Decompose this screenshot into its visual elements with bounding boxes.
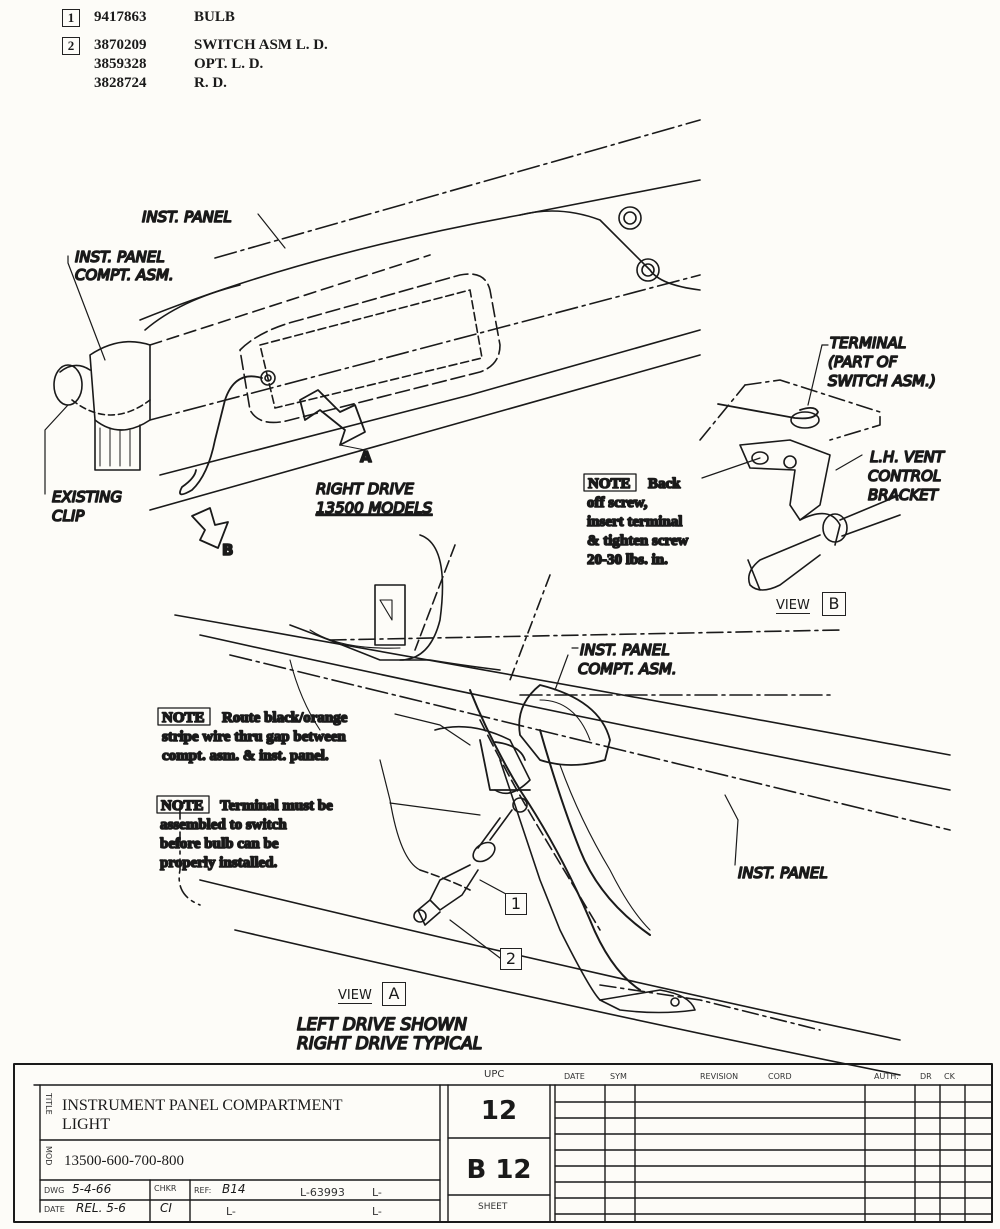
existing-clip-label: CLIP	[52, 507, 85, 525]
view-a-label: VIEW	[338, 988, 372, 1004]
note-text: insert terminal	[587, 514, 682, 530]
dwg-label: DWG	[44, 1186, 65, 1195]
compt-asm-lower-label: INST. PANEL	[580, 641, 670, 659]
upc-number: 12	[480, 1096, 518, 1126]
sheet-label: SHEET	[478, 1202, 508, 1212]
part-number: 9417863	[94, 9, 147, 25]
view-b-label: VIEW	[776, 598, 810, 614]
part-description: OPT. L. D.	[194, 56, 264, 72]
ref-value: B14	[222, 1182, 246, 1196]
part-number: 3828724	[94, 75, 147, 91]
checker-label: CHKR	[154, 1184, 177, 1193]
callout-box: 1	[62, 9, 80, 27]
right-drive-models-label: 13500 MODELS	[316, 499, 433, 517]
l-number: L-	[372, 1186, 382, 1199]
side-title-label: TITLE	[44, 1093, 53, 1115]
compt-asm-label: COMPT. ASM.	[75, 266, 174, 284]
arrow-a-label: A	[360, 448, 372, 466]
note-tag: NOTE	[161, 798, 204, 814]
note-tag: NOTE	[588, 476, 631, 492]
vent-bracket-label: L.H. VENT	[870, 448, 946, 466]
view-a-callout: A	[382, 982, 406, 1006]
l-number: L-	[226, 1205, 236, 1218]
upper-panel-view	[44, 119, 701, 549]
note-text: Back	[648, 476, 681, 492]
note-text: Terminal must be	[220, 798, 333, 814]
note-tag: NOTE	[162, 710, 205, 726]
view-a-detail	[174, 534, 951, 1076]
part-description: R. D.	[194, 75, 227, 91]
view-b-detail	[699, 344, 901, 591]
upc-header: UPC	[484, 1069, 505, 1080]
terminal-label: (PART OF	[828, 353, 898, 371]
note-text: assembled to switch	[160, 817, 287, 833]
drawing-title-line: LIGHT	[62, 1116, 110, 1133]
col-sym: SYM	[610, 1072, 627, 1081]
terminal-label: SWITCH ASM.)	[828, 372, 936, 390]
callout-box: 2	[62, 37, 80, 55]
note-text: off screw,	[587, 495, 648, 511]
release-date: REL. 5-6	[76, 1201, 126, 1215]
inst-panel-lower-label: INST. PANEL	[738, 864, 828, 882]
part-number: 3859328	[94, 56, 147, 72]
sheet-number: B 12	[466, 1155, 532, 1185]
col-revision: REVISION	[700, 1072, 739, 1081]
part-description: BULB	[194, 9, 235, 25]
note-text: stripe wire thru gap between	[162, 729, 347, 745]
dwg-date: 5-4-66	[72, 1182, 112, 1196]
date-label: DATE	[44, 1205, 65, 1214]
existing-clip-label: EXISTING	[52, 488, 122, 506]
drawing-title: INSTRUMENT PANEL COMPARTMENT LIGHT	[62, 1096, 343, 1134]
col-dr: DR	[920, 1072, 932, 1081]
col-ck: CK	[944, 1072, 955, 1081]
callout-2-box: 2	[500, 948, 522, 970]
col-cord: CORD	[768, 1072, 792, 1081]
note-text: & tighten screw	[587, 533, 689, 549]
note-text: properly installed.	[160, 855, 277, 871]
view-b-callout: B	[822, 592, 846, 616]
right-drive-typical-label: RIGHT DRIVE TYPICAL	[297, 1034, 482, 1054]
inst-panel-label: INST. PANEL	[142, 208, 232, 226]
title-block-grid	[13, 1063, 993, 1223]
compt-asm-label: INST. PANEL	[75, 248, 165, 266]
compt-asm-lower-label: COMPT. ASM.	[578, 660, 677, 678]
callout-1-box: 1	[505, 893, 527, 915]
l-number: L-63993	[300, 1186, 345, 1199]
ref-label: REF:	[194, 1186, 212, 1195]
right-drive-label: RIGHT DRIVE	[316, 480, 414, 498]
vent-bracket-label: CONTROL	[868, 467, 941, 485]
note-text: Route black/orange	[222, 710, 348, 726]
l-number: L-	[372, 1205, 382, 1218]
side-mod-label: MOD	[44, 1146, 53, 1166]
note-text: compt. asm. & inst. panel.	[162, 748, 329, 764]
checker-initials: CI	[160, 1201, 172, 1215]
arrow-b-label: B	[222, 541, 233, 559]
drawing-title-line: INSTRUMENT PANEL COMPARTMENT	[62, 1097, 343, 1114]
part-number: 3870209	[94, 37, 147, 53]
col-auth: AUTH.	[874, 1072, 899, 1081]
note-text: 20-30 lbs. in.	[587, 552, 668, 568]
terminal-label: TERMINAL	[830, 334, 906, 352]
col-date: DATE	[564, 1072, 585, 1081]
model-numbers: 13500-600-700-800	[64, 1153, 184, 1169]
part-description: SWITCH ASM L. D.	[194, 37, 328, 53]
vent-bracket-label: BRACKET	[868, 486, 940, 504]
note-text: before bulb can be	[160, 836, 279, 852]
left-drive-label: LEFT DRIVE SHOWN	[297, 1015, 467, 1035]
